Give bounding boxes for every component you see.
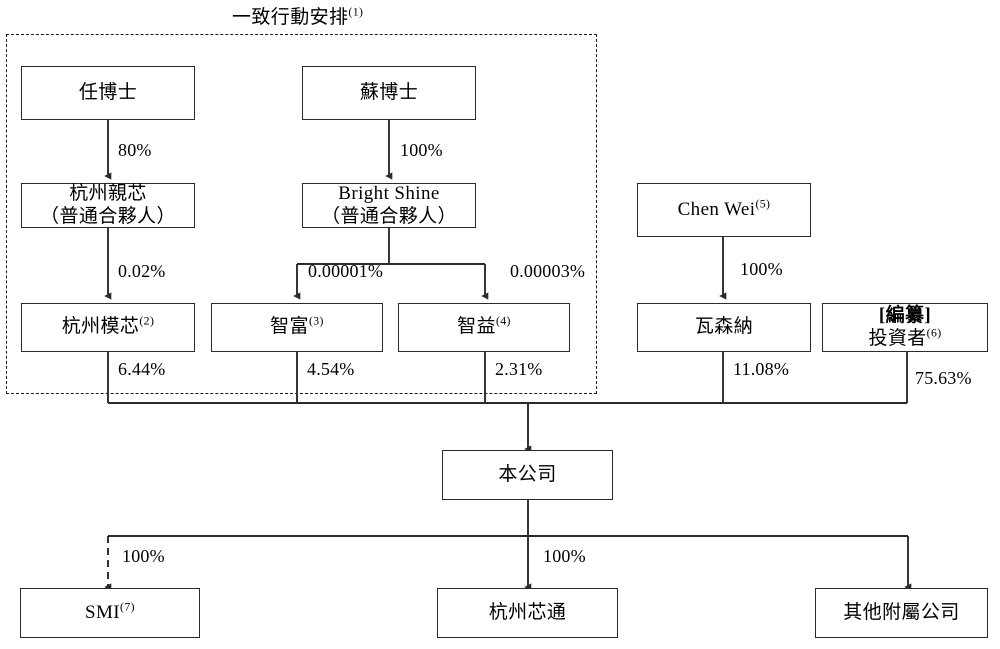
edge-label-wasenna-to-company: 11.08% [733,359,790,379]
edge-label-zhifu-to-company: 4.54% [307,359,355,379]
node-other-subsidiaries[interactable]: 其他附屬公司 [815,588,988,638]
node-zhiyi-label: 智益(4) [457,315,511,338]
node-wasenna-label: 瓦森納 [694,316,754,338]
node-zhiyi-note: (4) [495,315,511,329]
concert-party-frame [6,34,597,394]
node-bright-shine-sublabel: （普通合夥人） [321,205,457,227]
node-bright-shine[interactable]: Bright Shine （普通合夥人） [302,183,476,228]
concert-party-title-text: 一致行動安排 [232,7,349,28]
node-chen-wei[interactable]: Chen Wei(5) [637,183,811,237]
node-chen-wei-note: (5) [755,197,771,211]
node-wasenna[interactable]: 瓦森納 [637,303,811,352]
node-ren-doctor[interactable]: 任博士 [21,66,195,120]
edge-label-moxin-to-company: 6.44% [118,359,166,379]
node-smi[interactable]: SMI(7) [20,588,200,638]
node-hangzhou-xintong-label: 杭州芯通 [488,601,567,623]
concert-party-title: 一致行動安排(1) [232,2,363,29]
node-company-label: 本公司 [498,463,557,485]
node-smi-label: SMI(7) [85,600,135,623]
node-zhifu-note: (3) [308,315,324,329]
node-investors[interactable]: [編纂] 投資者(6) [822,303,988,352]
edge-label-qinxin-to-moxin: 0.02% [118,261,166,281]
node-investors-label: 投資者(6) [868,326,942,349]
node-hangzhou-qinxin-label: 杭州親芯 [69,183,147,205]
node-su-doctor[interactable]: 蘇博士 [302,66,476,120]
edge-label-ren-to-qinxin: 80% [118,140,152,160]
node-investors-redacted-label: [編纂] [878,305,932,327]
node-company[interactable]: 本公司 [442,450,613,500]
concert-party-title-note: (1) [348,5,364,19]
edge-label-su-to-brightshine: 100% [400,140,443,160]
node-hangzhou-moxin-label: 杭州模芯(2) [61,315,155,338]
edge-label-brightshine-to-zhifu: 0.00001% [308,261,384,281]
node-bright-shine-label: Bright Shine [338,183,440,205]
edge-label-chenwei-to-wasenna: 100% [740,259,783,279]
edge-label-brightshine-to-zhiyi: 0.00003% [510,261,586,281]
node-hangzhou-qinxin-sublabel: （普通合夥人） [40,205,176,227]
edge-label-company-to-smi: 100% [122,546,165,566]
node-smi-note: (7) [120,600,135,614]
node-other-subsidiaries-label: 其他附屬公司 [843,601,960,623]
edge-label-company-to-xintong: 100% [543,546,586,566]
node-su-doctor-label: 蘇博士 [359,81,419,103]
node-chen-wei-label: Chen Wei(5) [677,197,771,220]
edge-label-zhiyi-to-company: 2.31% [495,359,543,379]
edge-label-investors-to-company: 75.63% [915,368,972,388]
node-hangzhou-xintong[interactable]: 杭州芯通 [437,588,618,638]
node-zhifu-label: 智富(3) [270,315,324,338]
node-hangzhou-qinxin[interactable]: 杭州親芯 （普通合夥人） [21,183,195,228]
node-hangzhou-moxin-note: (2) [139,315,155,329]
node-zhiyi[interactable]: 智益(4) [398,303,570,352]
node-investors-note: (6) [926,326,942,340]
node-zhifu[interactable]: 智富(3) [211,303,383,352]
node-ren-doctor-label: 任博士 [78,81,138,103]
node-hangzhou-moxin[interactable]: 杭州模芯(2) [21,303,195,352]
